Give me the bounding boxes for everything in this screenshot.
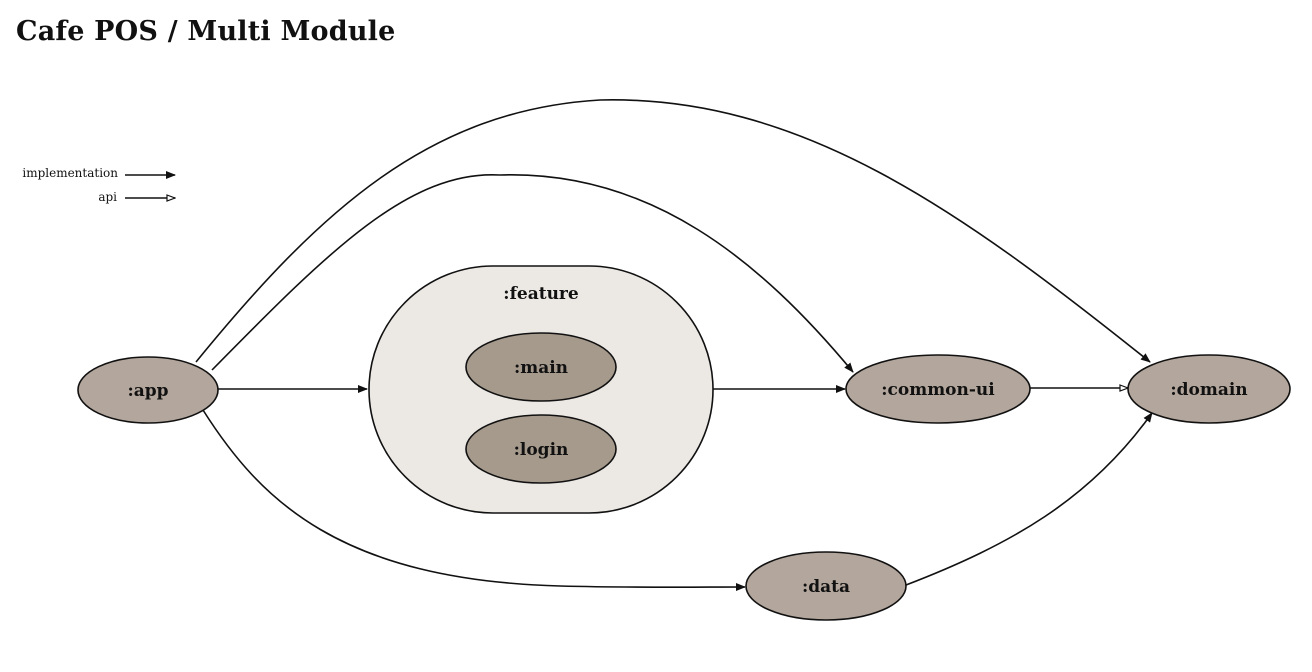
node-login-shape — [465, 414, 617, 484]
edges — [195, 99, 1153, 592]
node-main-shape — [465, 332, 617, 402]
node-data[interactable]: :data — [745, 551, 907, 621]
node-domain-label: :domain — [1170, 380, 1247, 400]
node-login[interactable]: :login — [465, 414, 617, 484]
page-title: Cafe POS / Multi Module — [16, 16, 396, 47]
node-login-label: :login — [514, 440, 569, 460]
node-domain[interactable]: :domain — [1127, 354, 1291, 424]
edge-app-to-data — [202, 409, 746, 592]
legend: implementation api — [22, 166, 176, 204]
legend-api-label: api — [98, 190, 117, 204]
node-main[interactable]: :main — [465, 332, 617, 402]
group-feature-label: :feature — [503, 284, 579, 304]
node-app-label: :app — [127, 381, 168, 401]
node-data-label: :data — [802, 577, 850, 597]
node-data-shape — [745, 551, 907, 621]
node-common-ui-label: :common-ui — [881, 380, 995, 400]
edge-app-to-common-ui — [211, 174, 854, 373]
group-feature[interactable]: :feature :main :login — [368, 265, 714, 514]
edge-app-to-domain — [195, 99, 1151, 363]
node-app-shape — [77, 356, 219, 424]
node-common-ui[interactable]: :common-ui — [845, 354, 1031, 424]
node-app[interactable]: :app — [77, 356, 219, 424]
legend-implementation-label: implementation — [22, 166, 118, 180]
node-main-label: :main — [514, 358, 568, 378]
node-domain-shape — [1127, 354, 1291, 424]
edge-data-to-domain — [905, 412, 1153, 586]
node-common-ui-shape — [845, 354, 1031, 424]
